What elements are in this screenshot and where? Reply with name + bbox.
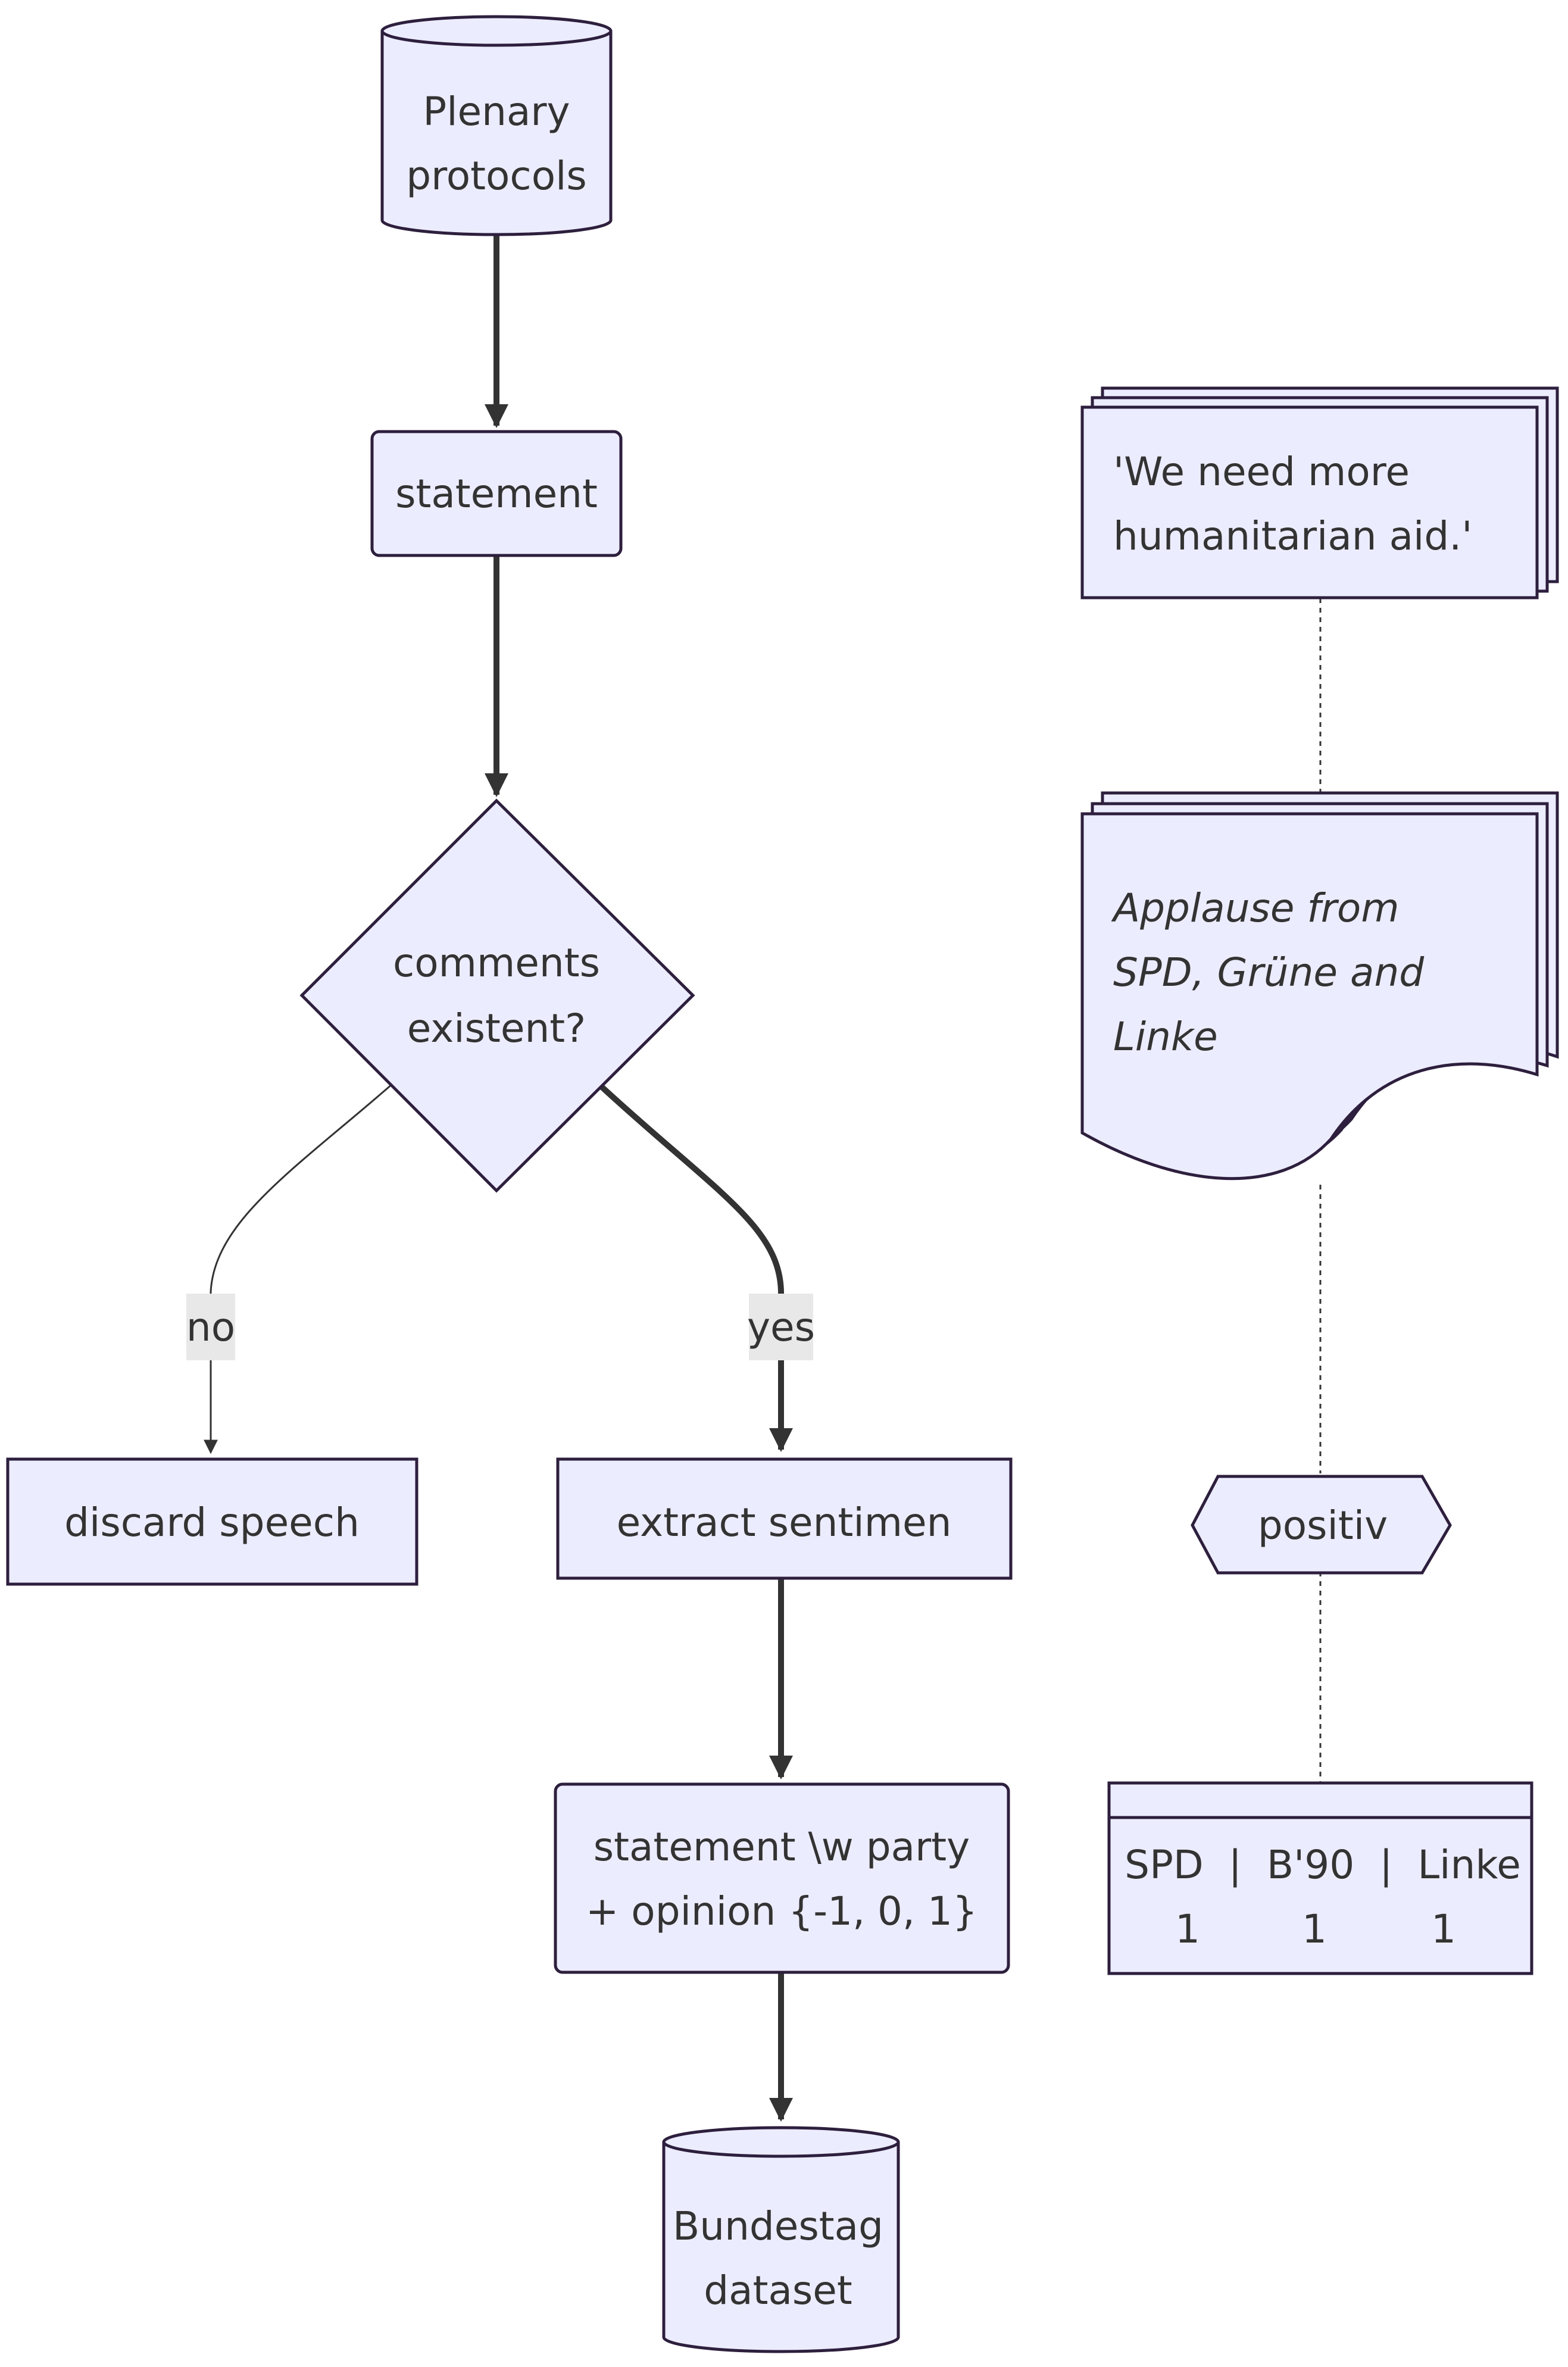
node-statement[interactable]: statement	[370, 430, 623, 557]
node-party-table[interactable]: SPD | B'90 | Linke 1 1 1	[1107, 1781, 1533, 1975]
node-plenary-protocols[interactable]: Plenary protocols	[380, 15, 613, 236]
bundestag-line2: dataset	[704, 2268, 852, 2313]
svg-text:extract sentimen: extract sentimen	[617, 1500, 952, 1545]
quote-line2: humanitarian aid.'	[1113, 513, 1472, 559]
node-applause[interactable]: Applause from SPD, Grüne and Linke	[1080, 791, 1559, 1181]
svg-text:positiv: positiv	[1258, 1503, 1388, 1548]
edge-decision-no	[204, 1082, 393, 1454]
bundestag-line1: Bundestag	[673, 2203, 883, 2249]
decision-line2: existent?	[407, 1005, 586, 1051]
svg-text:no: no	[186, 1304, 235, 1350]
node-quote[interactable]: 'We need more humanitarian aid.'	[1080, 386, 1559, 599]
node-positiv[interactable]: positiv	[1191, 1475, 1452, 1575]
table-value-b90: 1	[1302, 1906, 1327, 1952]
node-extract-sentimen[interactable]: extract sentimen	[556, 1457, 1013, 1580]
statement-party-line1: statement \w party	[594, 1824, 970, 1870]
quote-line1: 'We need more	[1113, 449, 1410, 495]
table-value-spd: 1	[1175, 1906, 1200, 1952]
edge-label-no: no	[186, 1294, 235, 1360]
node-discard-speech[interactable]: discard speech	[6, 1457, 418, 1586]
plenary-line1: Plenary	[423, 89, 570, 135]
edge-decision-yes	[599, 1084, 793, 1452]
node-comments-existent[interactable]: comments existent?	[299, 798, 695, 1193]
node-bundestag-dataset[interactable]: Bundestag dataset	[662, 2126, 900, 2353]
decision-line1: comments	[393, 940, 600, 986]
applause-line2: SPD, Grüne and	[1113, 950, 1425, 995]
applause-line1: Applause from	[1111, 885, 1400, 931]
svg-text:yes: yes	[747, 1304, 815, 1350]
node-statement-party[interactable]: statement \w party + opinion {-1, 0, 1}	[554, 1782, 1010, 1974]
table-value-linke: 1	[1431, 1906, 1456, 1952]
statement-party-line2: + opinion {-1, 0, 1}	[586, 1888, 977, 1934]
table-header-row: SPD | B'90 | Linke	[1125, 1842, 1521, 1888]
edge-label-yes: yes	[747, 1294, 815, 1360]
applause-line3: Linke	[1113, 1014, 1218, 1060]
svg-text:discard speech: discard speech	[64, 1500, 360, 1545]
plenary-line2: protocols	[406, 153, 587, 199]
svg-text:statement: statement	[395, 471, 598, 517]
